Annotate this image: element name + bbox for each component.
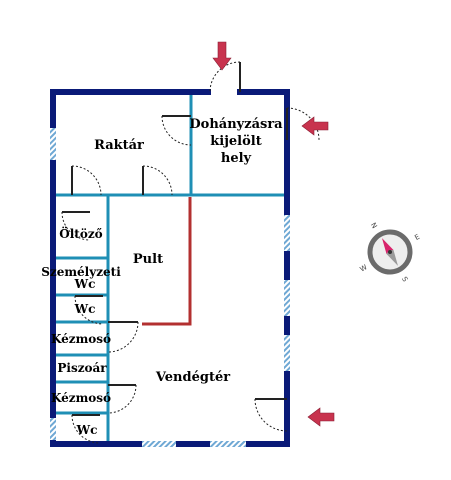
window <box>284 335 290 371</box>
inner-walls <box>56 95 284 441</box>
compass-icon: N W S E <box>359 221 422 283</box>
door-storage-2 <box>142 165 173 196</box>
entrance-arrow-icon <box>301 116 329 136</box>
entrance-arrow-icon <box>212 41 335 427</box>
room-labels: Raktár Dohányzásra kijelölt hely Öltöző … <box>41 117 283 437</box>
room-label-wc-2: Wc <box>74 302 96 316</box>
compass-east: E <box>413 233 421 242</box>
bar-counter <box>142 197 192 326</box>
door-wc-guest <box>71 414 101 444</box>
room-label-oltozo: Öltöző <box>59 225 102 241</box>
room-label-kezmoso-2: Kézmosó <box>51 391 111 405</box>
window <box>142 441 176 447</box>
door-entrance-top <box>209 61 241 93</box>
room-label-smoking-3: hely <box>221 151 252 166</box>
window <box>50 128 56 160</box>
room-label-szemelyzeti: Személyzeti <box>41 265 121 279</box>
door-washroom-1 <box>107 321 139 353</box>
door-storage-1 <box>71 165 102 196</box>
room-label-wc-staff: Wc <box>74 277 96 291</box>
compass-west: W <box>359 263 369 273</box>
room-label-smoking-2: kijelölt <box>210 134 261 149</box>
room-label-kezmoso-1: Kézmosó <box>51 332 111 346</box>
room-label-wc-3: Wc <box>76 423 98 437</box>
room-label-piszoar: Piszoár <box>57 361 107 375</box>
compass-north: N <box>369 221 379 230</box>
compass-south: S <box>400 275 409 283</box>
room-label-pult: Pult <box>133 252 163 267</box>
window <box>210 441 246 447</box>
outer-walls <box>50 89 290 447</box>
doors <box>61 61 320 444</box>
windows <box>50 128 290 447</box>
window <box>284 215 290 251</box>
entrance-arrow-icon <box>212 41 232 71</box>
door-changing-room <box>61 211 91 241</box>
room-label-raktar: Raktár <box>94 138 144 153</box>
door-wc-staff <box>74 295 104 325</box>
door-storage-smoking <box>161 115 192 146</box>
room-label-vendegter: Vendégtér <box>155 370 230 385</box>
room-label-smoking-1: Dohányzásra <box>189 117 283 132</box>
window <box>50 418 56 440</box>
window <box>284 280 290 316</box>
door-entrance-right <box>254 398 288 432</box>
door-smoking <box>286 107 320 141</box>
entrance-arrow-icon <box>307 407 335 427</box>
door-washroom-2 <box>107 384 137 414</box>
